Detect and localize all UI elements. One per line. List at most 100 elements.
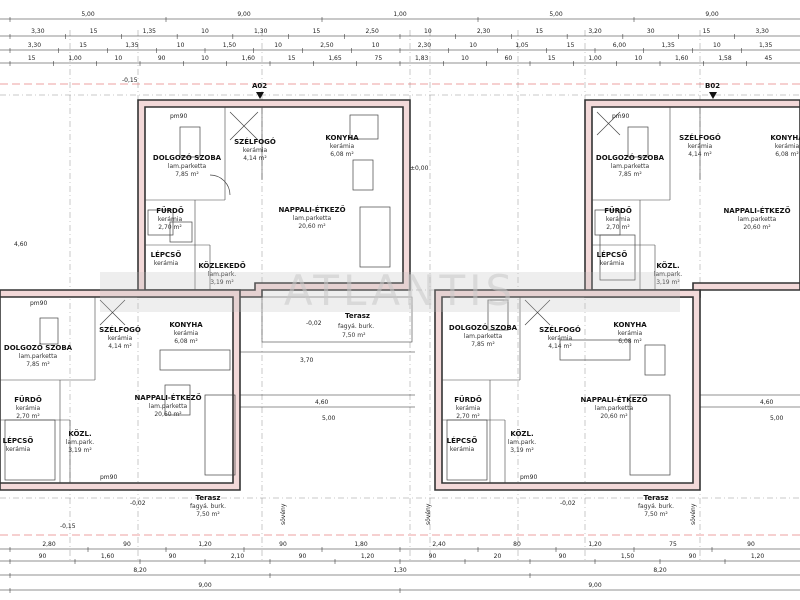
room-name: DOLGOZÓ SZOBA (449, 323, 518, 332)
hedge-label: sövény (425, 503, 432, 525)
room-floor: lam.parketta (611, 163, 650, 170)
dimension-value: 15 (703, 28, 711, 35)
room-area: 7,85 m² (175, 171, 199, 178)
room-floor: kerámia (456, 405, 481, 412)
dimension-value: 2,50 (320, 42, 334, 49)
hedge-label: sövény (690, 503, 697, 525)
room-area: 2,70 m² (456, 413, 480, 420)
level-tag: -0,15 (122, 77, 138, 84)
room-floor: lam.park. (208, 271, 237, 278)
room-area: 6,08 m² (174, 338, 198, 345)
room-floor: lam.park. (508, 439, 537, 446)
dimension-value: 5,00 (549, 11, 563, 18)
dimension-value: 1,20 (361, 553, 375, 560)
room-floor: lam.park. (66, 439, 95, 446)
dimension-value: 1,00 (588, 55, 602, 62)
room-area: 7,50 m² (644, 511, 668, 518)
dimension-value: 15 (313, 28, 321, 35)
room-area: 6,08 m² (775, 151, 799, 158)
dimension-value: 10 (274, 42, 282, 49)
dimension-value: 3,30 (28, 42, 42, 49)
dimension-value: 75 (375, 55, 383, 62)
room-name: DOLGOZÓ SZOBA (153, 153, 222, 162)
dimension-value: 1,50 (223, 42, 237, 49)
level-tag: -0,02 (130, 500, 146, 507)
room-floor: lam.parketta (293, 215, 332, 222)
room-name: DOLGOZÓ SZOBA (596, 153, 665, 162)
unit-bottom-left: pm90 pm90 -0,02 -0,15 sövény DOLGOZÓ SZO… (0, 289, 287, 530)
level-tag: -0,02 (560, 500, 576, 507)
dimension-value: 1,35 (143, 28, 157, 35)
dimension-value: 1,30 (254, 28, 268, 35)
dimension-value: 1,60 (242, 55, 256, 62)
dimension-value: 90 (559, 553, 567, 560)
dimension-value: 1,00 (68, 55, 82, 62)
room-name: FÜRDŐ (156, 206, 184, 215)
terrace-name: Terasz (345, 312, 370, 320)
dimension-value: 10 (469, 42, 477, 49)
dimension-value: 2,40 (432, 541, 446, 548)
dimension-value: 20 (494, 553, 502, 560)
room-floor: lam.parketta (738, 216, 777, 223)
room-name: SZÉLFOGÓ (234, 137, 276, 146)
dimension-value: 9,00 (198, 582, 212, 589)
room-name: LÉPCSŐ (597, 250, 628, 259)
entry-arrow-icon (709, 92, 717, 99)
dimension-value: 1,58 (718, 55, 732, 62)
dimension-value: 1,35 (125, 42, 139, 49)
room-area: 7,50 m² (196, 511, 220, 518)
room-floor: kerámia (688, 143, 713, 150)
dimension-value: 90 (747, 541, 755, 548)
dimension-value: 8,20 (653, 567, 667, 574)
room-name: LÉPCSŐ (151, 250, 182, 259)
room-floor: kerámia (16, 405, 41, 412)
room-name: NAPPALI-ÉTKEZŐ (134, 393, 201, 402)
room-name: FÜRDŐ (604, 206, 632, 215)
dimension-value: 1,60 (101, 553, 115, 560)
level-tag: -0,02 (306, 320, 322, 327)
unit-bottom-right: pm90 -0,02 sövény sövény DOLGOZÓ SZOBAla… (425, 289, 701, 525)
dimension-value: 90 (169, 553, 177, 560)
room-floor: kerámia (606, 216, 631, 223)
dimension-value: 10 (461, 55, 469, 62)
dimension-value: 3,30 (755, 28, 769, 35)
dimension-value: 2,30 (477, 28, 491, 35)
dimension-value: 8,20 (133, 567, 147, 574)
tag-b02: B02 (705, 82, 720, 90)
dimension-value: 1,30 (393, 567, 407, 574)
dim-mid-4: 4,60 (315, 399, 329, 406)
dimension-value: 45 (765, 55, 773, 62)
dimension-value: 75 (669, 541, 677, 548)
dimension-value: 90 (39, 553, 47, 560)
room-name: DOLGOZÓ SZOBA (4, 343, 73, 352)
dimension-value: 90 (279, 541, 287, 548)
dimension-value: 10 (424, 28, 432, 35)
dimension-value: 3,30 (31, 28, 45, 35)
dimension-value: 60 (505, 55, 513, 62)
dimension-value: 1,50 (621, 553, 635, 560)
dimension-value: 15 (548, 55, 556, 62)
room-name: SZÉLFOGÓ (99, 325, 141, 334)
dimension-value: 15 (535, 28, 543, 35)
dimension-value: 30 (647, 28, 655, 35)
dimension-value: 1,20 (198, 541, 212, 548)
room-name: KÖZL. (656, 261, 679, 270)
dimension-value: 90 (158, 55, 166, 62)
room-floor: kerámia (158, 216, 183, 223)
dimension-value: 1,80 (354, 541, 368, 548)
level-tag: -0,15 (60, 523, 76, 530)
room-floor: kerámia (450, 446, 475, 453)
room-name: LÉPCSŐ (3, 436, 34, 445)
room-name: Terasz (643, 494, 668, 502)
room-name: KÖZL. (68, 429, 91, 438)
room-name: FÜRDŐ (454, 395, 482, 404)
unit-top-left: A02 pm90 -0,15 ±0,00 DOLGOZÓ SZOBAlam.pa… (122, 77, 429, 298)
dimension-value: 15 (28, 55, 36, 62)
dimension-value: 2,10 (231, 553, 245, 560)
room-area: 20,60 m² (298, 223, 326, 230)
dimension-value: 10 (115, 55, 123, 62)
room-area: 20,60 m² (154, 411, 182, 418)
dim-mid-3: 3,70 (300, 357, 314, 364)
room-name: KÖZLEKEDŐ (198, 261, 245, 270)
room-area: 4,14 m² (108, 343, 132, 350)
